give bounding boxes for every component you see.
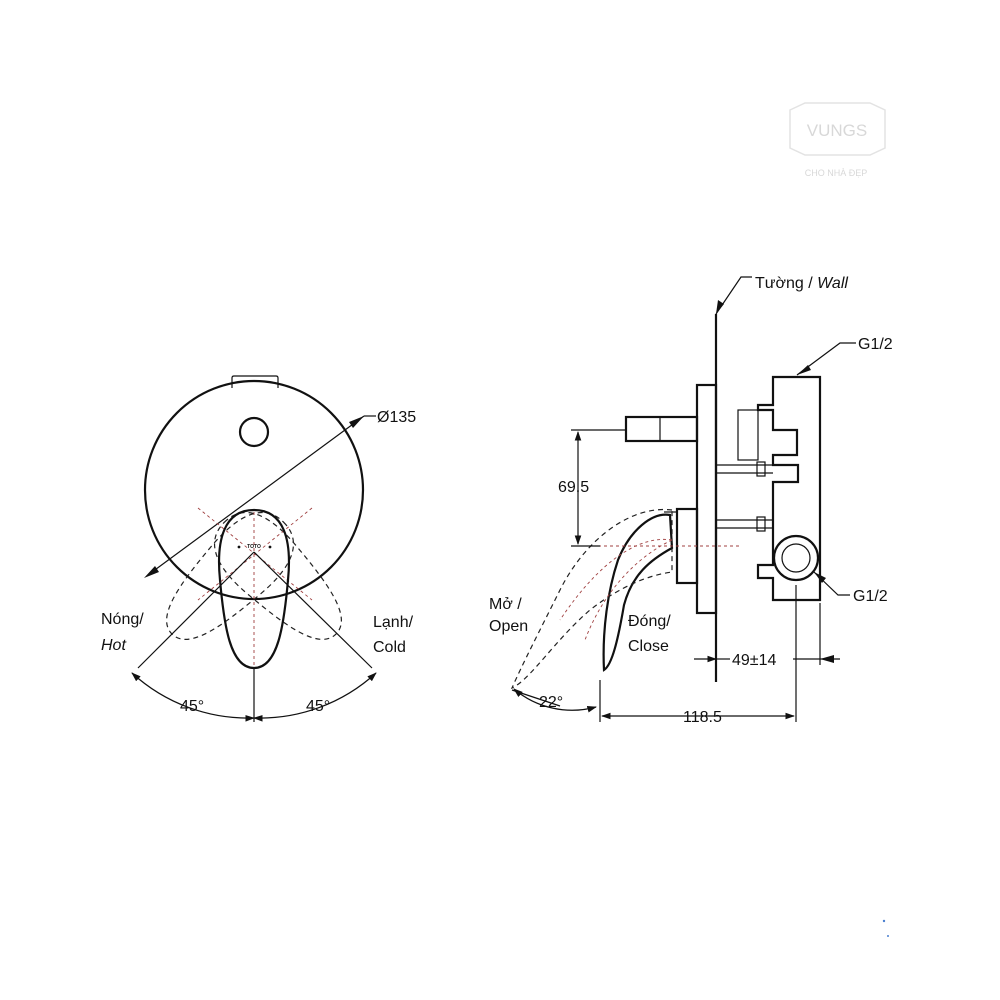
open-angle-arc: [513, 688, 597, 713]
cover-plate: [695, 383, 718, 615]
diameter-arrow-bottom: [144, 566, 159, 578]
length-dim-label: 118.5: [683, 709, 722, 726]
inlet-bottom-label: G1/2: [853, 588, 888, 605]
close-label-en: Close: [628, 638, 669, 655]
diverter-stem: [624, 415, 699, 443]
diameter-arrow-top: [349, 416, 364, 428]
hot-label-en: Hot: [101, 637, 126, 654]
watermark-logo: VUNGS CHO NHÀ ĐẸP: [789, 102, 886, 178]
inlet-bottom: [772, 534, 820, 582]
front-view: Ø135 TOTO Nóng/ Hot Lạnh/ Cold 45° 45°: [101, 375, 416, 722]
diverter-knob: [238, 416, 270, 448]
angle-arc-right: [253, 672, 377, 722]
height-dim-label: 69.5: [558, 479, 589, 496]
watermark-brand: VUNGS: [807, 121, 867, 140]
diameter-leader-line: [147, 415, 365, 576]
hot-label-vi: Nóng/: [101, 611, 144, 628]
inlet-top-label: G1/2: [858, 336, 893, 353]
side-view: Tường / Wall 69.5: [489, 275, 893, 726]
handle-logo: TOTO: [247, 544, 261, 550]
angle-left-label: 45°: [180, 698, 204, 715]
inlet-top-leader: [796, 342, 856, 376]
handle-closed: [602, 513, 674, 672]
cold-label-vi: Lạnh/: [373, 614, 414, 631]
diameter-label: Ø135: [377, 409, 416, 426]
valve-body: [756, 375, 822, 602]
open-angle-label: 22°: [539, 694, 563, 711]
handle-open: [510, 508, 673, 690]
close-label-vi: Đóng/: [628, 613, 671, 630]
handle-cold-position: [214, 512, 342, 640]
watermark-tagline: CHO NHÀ ĐẸP: [805, 168, 868, 178]
cold-label-en: Cold: [373, 639, 406, 656]
angle-arc-left: [131, 672, 255, 722]
depth-dim-label: 49±14: [732, 652, 776, 669]
open-label-vi: Mở /: [489, 596, 522, 613]
wall-label: Tường / Wall: [755, 275, 848, 292]
front-top-tab: [231, 375, 279, 388]
angle-right-label: 45°: [306, 698, 330, 715]
wall-leader: [715, 276, 752, 315]
open-label-en: Open: [489, 618, 528, 635]
